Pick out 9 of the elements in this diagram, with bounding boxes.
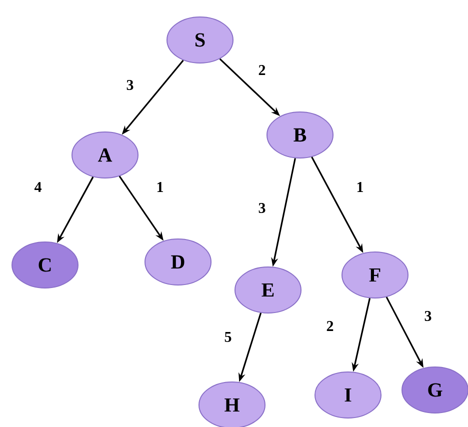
edge-label: 1 [357, 182, 363, 192]
edge-label: 3 [258, 202, 266, 214]
edge-label: 2 [258, 65, 266, 75]
edge-label: 1 [157, 182, 163, 192]
edge-label: 4 [34, 182, 42, 192]
edge-label: 3 [126, 80, 134, 90]
edge-label: 2 [326, 321, 334, 331]
edge-label: 3 [424, 310, 432, 322]
edge-label: 5 [224, 332, 232, 342]
